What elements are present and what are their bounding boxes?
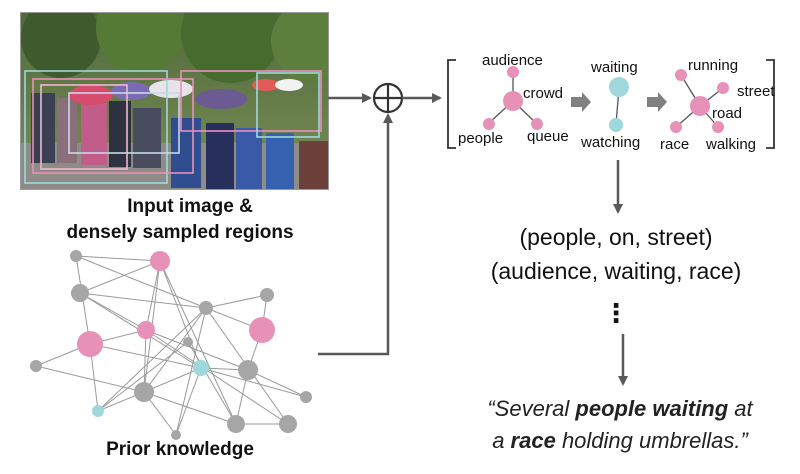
crowd-photo — [21, 13, 328, 189]
graph-node — [717, 82, 729, 94]
triple-2: (audience, waiting, race) — [490, 258, 742, 284]
graph-node — [609, 118, 623, 132]
prior-knowledge-caption: Prior knowledge — [106, 439, 254, 460]
node-label-street: street — [737, 83, 775, 100]
graph-node — [503, 91, 523, 111]
sentence-bold-1: people waiting — [575, 396, 729, 421]
graph-node — [609, 77, 629, 97]
knowledge-to-fusion-arrow — [318, 113, 393, 356]
node-label-audience: audience — [482, 52, 543, 69]
prior-node — [227, 415, 245, 433]
scene-graph-3: running street road race walking — [660, 57, 775, 153]
graph-node — [483, 118, 495, 130]
graph-node — [507, 66, 519, 78]
prior-node — [238, 360, 258, 380]
prior-node — [137, 321, 155, 339]
graph-node — [531, 118, 543, 130]
prior-node — [199, 301, 213, 315]
node-label-waiting: waiting — [590, 59, 638, 76]
prior-node — [193, 360, 209, 376]
input-caption-line1: Input image & — [127, 196, 253, 217]
triple-1: (people, on, street) — [519, 224, 713, 250]
prior-node — [279, 415, 297, 433]
prior-node — [150, 251, 170, 271]
node-label-running: running — [688, 57, 738, 74]
prior-node — [30, 360, 42, 372]
prior-knowledge-graph — [30, 250, 312, 440]
prior-graph-nodes — [30, 250, 312, 440]
scene-graph-2: waiting watching — [580, 59, 640, 151]
node-label-walking: walking — [705, 136, 756, 153]
circle-plus-icon — [372, 82, 404, 114]
caption-sentence-line1: “Several people waiting at — [440, 396, 800, 422]
prior-node — [71, 284, 89, 302]
prior-node — [77, 331, 103, 357]
prior-node — [171, 430, 181, 440]
sentence-mid: at — [728, 396, 753, 421]
node-label-people: people — [458, 130, 503, 147]
node-label-queue: queue — [527, 128, 569, 145]
sentence-bold-2: race — [510, 428, 556, 453]
arrow-icon — [647, 92, 667, 112]
sentence-close: holding umbrellas.” — [555, 428, 748, 453]
input-caption-line2: densely sampled regions — [66, 222, 294, 243]
caption-sentence-line2: a race holding umbrellas.” — [440, 428, 800, 454]
graph-node — [712, 121, 724, 133]
sentence-line2-pre: a — [492, 428, 511, 453]
node-label-watching: watching — [580, 134, 640, 151]
graph-node — [690, 96, 710, 116]
node-label-road: road — [712, 105, 742, 122]
prior-node — [134, 382, 154, 402]
prior-node — [183, 337, 193, 347]
input-image — [20, 12, 329, 190]
graph-node — [670, 121, 682, 133]
left-bracket — [447, 59, 456, 149]
prior-graph-edges — [35, 255, 307, 436]
prior-node — [92, 405, 104, 417]
right-bracket — [766, 59, 775, 149]
prior-node — [70, 250, 82, 262]
prior-node — [249, 317, 275, 343]
prior-node — [260, 288, 274, 302]
arrow-icon — [571, 92, 591, 112]
ellipsis: ⋮ — [603, 299, 629, 329]
prior-node — [300, 391, 312, 403]
sentence-open: “Several — [487, 396, 576, 421]
scene-graph-1: audience crowd people queue — [458, 52, 569, 147]
node-label-crowd: crowd — [523, 85, 563, 102]
node-label-race: race — [660, 136, 689, 153]
graph-node — [675, 69, 687, 81]
